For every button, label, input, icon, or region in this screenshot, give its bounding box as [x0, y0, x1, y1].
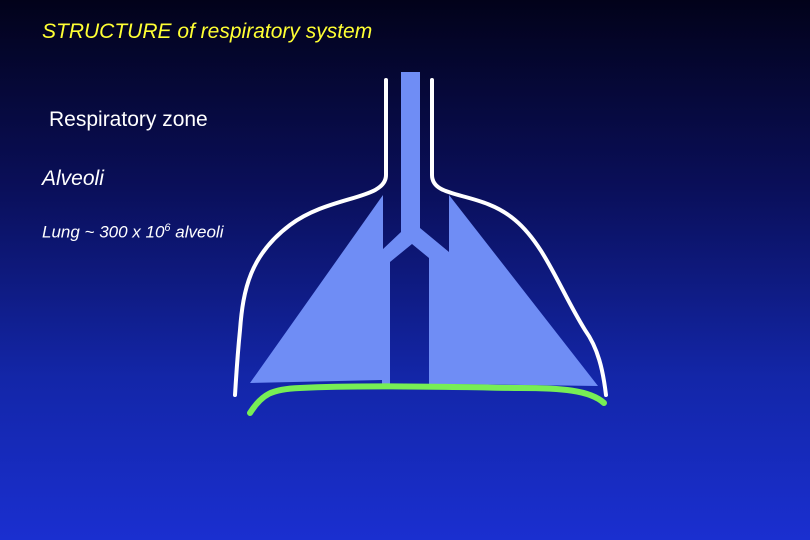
- trachea-bronchi: [382, 72, 449, 384]
- left-lung: [250, 195, 383, 383]
- diaphragm: [247, 383, 607, 416]
- lung-count-prefix: Lung ~ 300 x 10: [42, 222, 165, 242]
- left-pleura-outline: [233, 78, 388, 397]
- lung-alveoli-count: Lung ~ 300 x 106 alveoli: [42, 222, 223, 243]
- lung-count-exponent: 6: [164, 222, 171, 234]
- respiratory-zone-label: Respiratory zone: [49, 108, 208, 131]
- lung-count-suffix: alveoli: [170, 222, 224, 242]
- right-lung: [449, 195, 598, 386]
- alveoli-label: Alveoli: [42, 167, 104, 190]
- right-pleura-outline: [430, 78, 608, 397]
- slide-title: STRUCTURE of respiratory system: [42, 20, 373, 43]
